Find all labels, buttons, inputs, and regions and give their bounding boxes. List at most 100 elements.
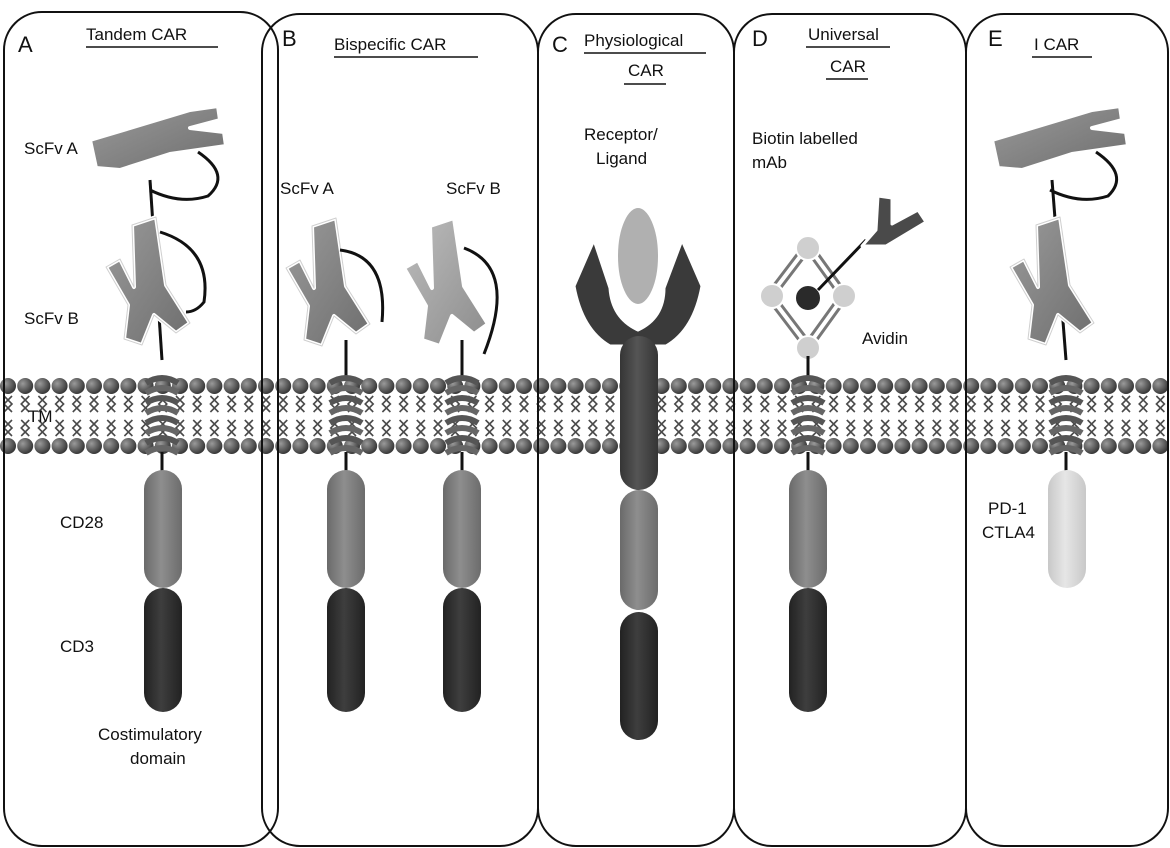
lipid-tail [675,396,683,436]
lipid-head [826,438,842,454]
lipid-head [722,438,738,454]
avidin-complex [760,236,856,360]
lipid-head [912,378,928,394]
cd28-domain-a [144,470,182,588]
cd3-domain-b1 [327,588,365,712]
lipid-tail [417,396,425,436]
lipid-tail [503,396,511,436]
lipid-head [482,438,498,454]
lipid-head [585,438,601,454]
cd3-domain-c [620,612,658,740]
lipid-tail [1036,396,1044,436]
lipid-tail [881,396,889,436]
lipid-head [929,438,945,454]
lipid-head [1152,438,1168,454]
lipid-tail [606,396,614,436]
lipid-head [843,378,859,394]
lipid-tail [4,396,12,436]
lipid-head [69,378,85,394]
lipid-head [1032,438,1048,454]
pd1-ctla4-domain [1048,470,1086,588]
lipid-tail [434,396,442,436]
lipid-head [413,438,429,454]
lipid-head [86,438,102,454]
label-ctla4: CTLA4 [982,523,1035,542]
lipid-tail [382,396,390,436]
tm-helix-b2 [446,378,478,453]
lipid-tail [1156,396,1164,436]
lipid-head [17,438,33,454]
label-biotin-labelled: Biotin labelled [752,129,858,148]
lipid-head [1101,438,1117,454]
lipid-head [189,438,205,454]
lipid-tail [73,396,81,436]
lipid-head [688,438,704,454]
lipid-head [1084,378,1100,394]
cd3-domain-a [144,588,182,712]
lipid-head [998,438,1014,454]
lipid-head [1015,438,1031,454]
panel-c-title-line1: Physiological [584,31,683,50]
label-receptor: Receptor/ [584,125,658,144]
lipid-head [585,378,601,394]
lipid-head [843,438,859,454]
lipid-tail [554,396,562,436]
panel-a-title: Tandem CAR [86,25,187,44]
lipid-head [1118,438,1134,454]
lipid-head [860,378,876,394]
lipid-head [413,378,429,394]
scfv-b-icar [1010,217,1094,345]
ligand-oval [616,206,660,306]
lipid-head [774,438,790,454]
lipid-head [757,438,773,454]
lipid-head [980,438,996,454]
lipid-head [378,438,394,454]
lipid-head [516,378,532,394]
lipid-head [310,378,326,394]
lipid-head [602,438,618,454]
lipid-head [774,378,790,394]
lipid-head [671,378,687,394]
lipid-head [52,378,68,394]
lipid-head [69,438,85,454]
lipid-head [722,378,738,394]
label-tm: TM [28,407,53,426]
lipid-head [757,378,773,394]
lipid-head [86,378,102,394]
lipid-head [1135,378,1151,394]
panel-d-title-line2: CAR [830,57,866,76]
cd3-domain-b2 [443,588,481,712]
lipid-tail [314,396,322,436]
lipid-head [602,378,618,394]
lipid-head [378,378,394,394]
lipid-tail [279,396,287,436]
label-cd28: CD28 [60,513,103,532]
lipid-head [550,378,566,394]
lipid-tail [984,396,992,436]
lipid-head [103,438,119,454]
lipid-head [1015,378,1031,394]
lipid-tail [1105,396,1113,436]
panel-c-letter: C [552,32,568,57]
lipid-head [550,438,566,454]
panel-b-title: Bispecific CAR [334,35,446,54]
lipid-tail [658,396,666,436]
lipid-tail [744,396,752,436]
bispecific-car-a [286,218,383,712]
lipid-head [946,378,962,394]
lipid-head [705,438,721,454]
lipid-head [740,378,756,394]
label-costimulatory: Costimulatory [98,725,202,744]
lipid-head [980,378,996,394]
lipid-tail [486,396,494,436]
lipid-head [361,378,377,394]
label-pd1: PD-1 [988,499,1027,518]
lipid-head [1152,378,1168,394]
label-b-scfv-a: ScFv A [280,179,335,198]
lipid-head [0,438,16,454]
lipid-head [224,438,240,454]
lipid-head [482,378,498,394]
panel-e-letter: E [988,26,1003,51]
lipid-tail [124,396,132,436]
lipid-tail [1019,396,1027,436]
